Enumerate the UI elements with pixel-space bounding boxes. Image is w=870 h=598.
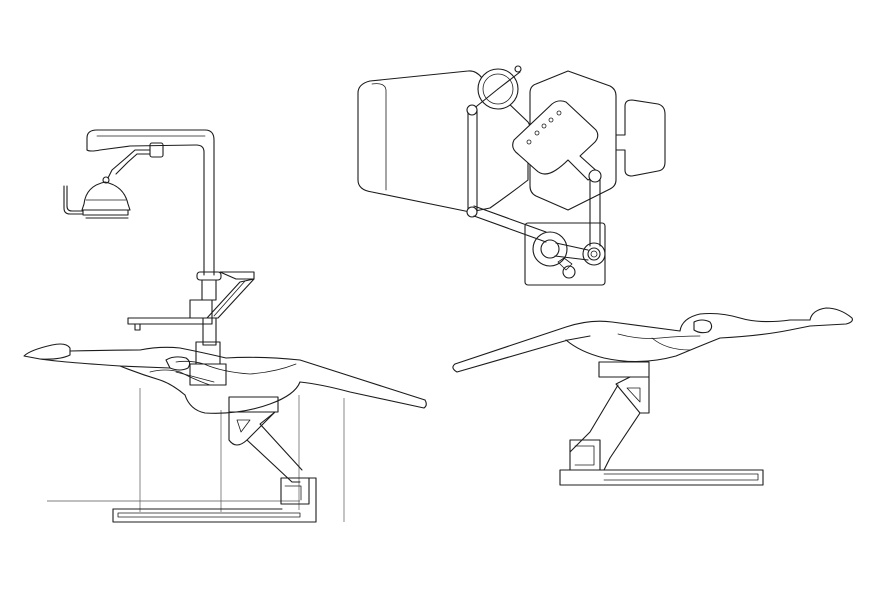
chair-body [23,343,427,414]
column-base [189,341,227,386]
reclined-armrest [693,319,713,334]
tray-arm [127,271,255,346]
top-arms [466,104,602,247]
operating-light [63,176,131,219]
top-seat-hexagon [529,70,617,211]
top-light [471,65,522,111]
chair-pedestal [112,396,317,523]
top-view [357,65,666,286]
reclined-backrest [454,320,681,365]
side-view-reclined [452,307,853,486]
reference-lines [47,388,345,522]
top-base-plate [524,222,606,286]
reclined-pedestal [559,361,764,486]
top-control-panel [512,100,601,181]
top-foot-pad [615,99,666,177]
side-view-with-light [23,129,427,523]
light-arm [86,129,215,276]
reclined-seat [565,325,811,363]
